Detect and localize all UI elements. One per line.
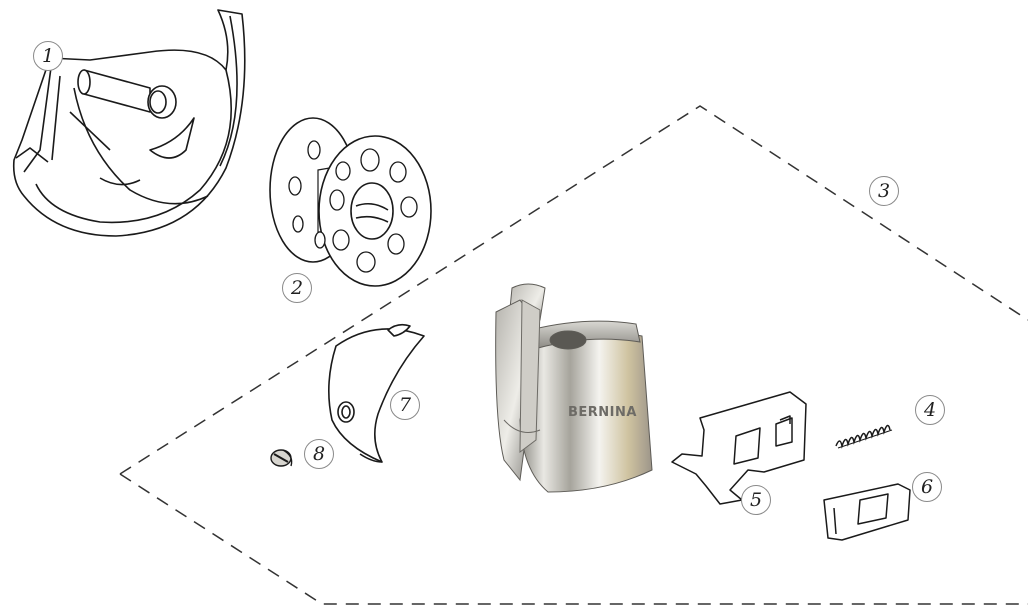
- bobbin: [270, 118, 431, 286]
- callout-6: 6: [912, 472, 942, 502]
- bracket: [824, 484, 910, 540]
- callout-2: 2: [282, 273, 312, 303]
- spring: [836, 425, 892, 448]
- callout-1: 1: [33, 41, 63, 71]
- screw: [271, 450, 292, 466]
- callout-7: 7: [390, 390, 420, 420]
- metal-bobbin-case: BERNINA: [496, 284, 652, 492]
- callout-3: 3: [869, 176, 899, 206]
- callout-4: 4: [915, 395, 945, 425]
- latch-lever: [672, 392, 806, 504]
- brand-mark: BERNINA: [568, 405, 637, 420]
- callout-8: 8: [304, 439, 334, 469]
- callout-5: 5: [741, 485, 771, 515]
